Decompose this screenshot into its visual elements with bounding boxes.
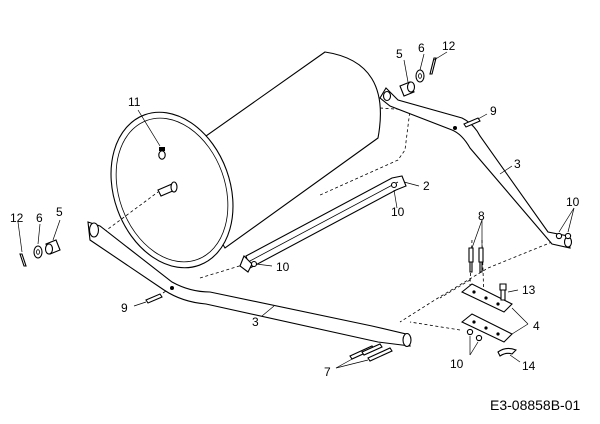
bolt-part-9-left (145, 293, 163, 304)
bolt-part-9-right (463, 117, 481, 128)
callout-5-left: 5 (56, 205, 63, 219)
hitch-bracket-lower (460, 313, 513, 343)
washer-part-6-top (415, 69, 425, 83)
callout-14: 14 (522, 359, 536, 373)
bushing-part-5-left (44, 239, 61, 255)
callout-6-top: 6 (418, 41, 425, 55)
callout-10-mid: 10 (391, 205, 405, 219)
callout-10-bottom: 10 (450, 357, 464, 371)
callout-9-right: 9 (490, 104, 497, 118)
cotter-pin-part-12-left (19, 253, 27, 267)
cotter-pin-part-12-top (429, 57, 437, 75)
callout-5-top: 5 (396, 47, 403, 61)
callout-13: 13 (522, 283, 536, 297)
callout-10-right: 10 (566, 195, 580, 209)
nut-part-10-bottom (466, 328, 483, 342)
callout-3-bottom: 3 (252, 315, 259, 329)
leader-lines (17, 51, 575, 369)
callout-3-right: 3 (514, 157, 521, 171)
tow-arm-left (87, 221, 412, 348)
roller-drum (110, 51, 381, 269)
scraper-bar (239, 175, 407, 273)
callout-8: 8 (478, 209, 485, 223)
hitch-pin-part-14 (497, 347, 517, 357)
bushing-part-5-top (399, 81, 416, 97)
callout-12-top: 12 (442, 39, 456, 53)
hitch-bracket-upper (460, 283, 513, 313)
callout-9-left: 9 (121, 301, 128, 315)
drain-plug-part-11 (158, 147, 166, 160)
tow-arm-right (379, 87, 573, 249)
callouts: 5 6 12 11 9 3 2 10 10 8 12 6 5 10 13 9 3… (10, 39, 580, 379)
callout-7: 7 (324, 365, 331, 379)
bolt-part-7 (349, 343, 393, 362)
bolt-part-8 (468, 247, 484, 273)
nut-part-10-right (555, 232, 572, 240)
callout-2: 2 (423, 179, 430, 193)
callout-11: 11 (128, 95, 141, 109)
callout-10-bracket: 10 (276, 260, 290, 274)
callout-12-left: 12 (10, 211, 24, 225)
callout-4: 4 (533, 319, 540, 333)
washer-part-6-left (33, 245, 43, 259)
bolt-part-13 (499, 283, 507, 301)
diagram-code: E3-08858B-01 (490, 397, 581, 413)
callout-6-left: 6 (36, 211, 43, 225)
